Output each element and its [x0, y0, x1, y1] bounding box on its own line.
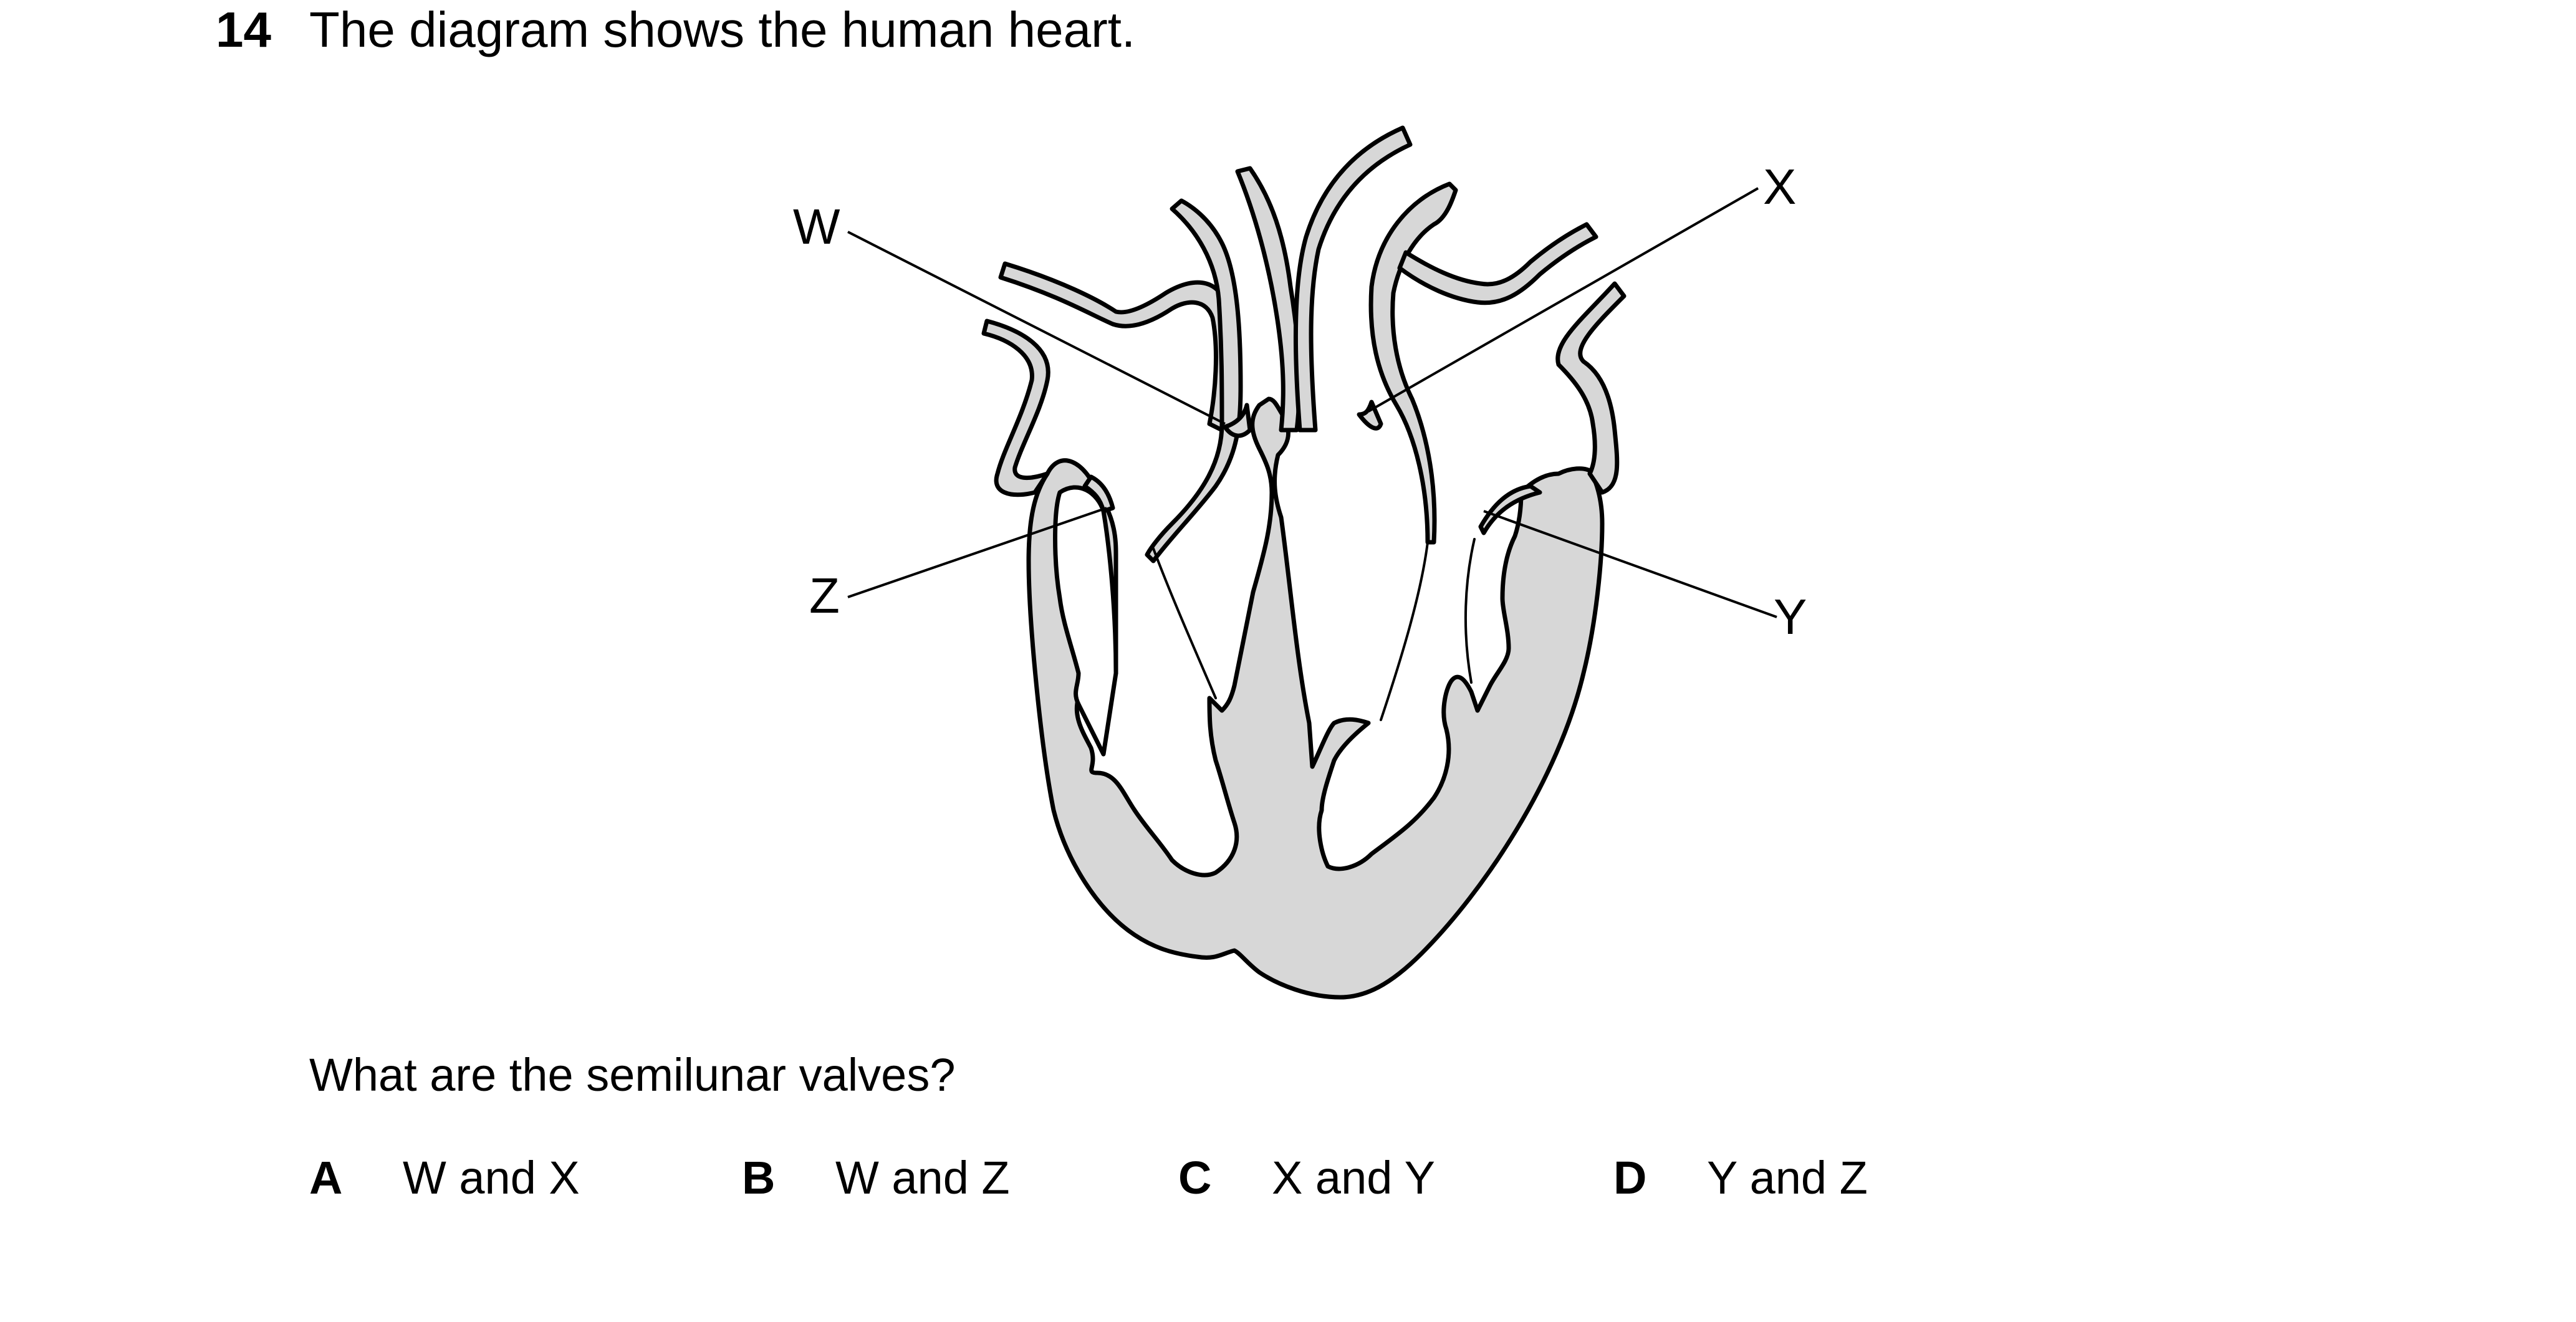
pulmonary-vein-right: [1397, 222, 1598, 305]
option-text: W and Z: [835, 1152, 1010, 1204]
leader-line-z: [847, 507, 1107, 598]
option-letter: C: [1178, 1152, 1212, 1204]
heart-diagram: W X Y Z: [793, 125, 1807, 1000]
leader-line-w: [847, 231, 1226, 425]
label-y: Y: [1774, 589, 1807, 644]
question-prompt: What are the semilunar valves?: [309, 1049, 956, 1101]
mitral-chordae: [1380, 541, 1429, 721]
atrioventricular-cusp-right: [1478, 484, 1542, 535]
question-text: The diagram shows the human heart.: [309, 2, 1136, 57]
option-text: Y and Z: [1707, 1152, 1868, 1204]
heart-wall: [1026, 396, 1605, 1000]
option-letter: A: [309, 1152, 343, 1204]
leader-line-y: [1483, 510, 1777, 618]
aorta-arch: [1293, 125, 1413, 433]
label-x: X: [1763, 159, 1796, 214]
atrioventricular-cusp-left: [1082, 474, 1115, 514]
label-w: W: [793, 199, 840, 254]
aortic-valve-cusp: [1357, 400, 1383, 431]
right-wall-chordae: [1464, 538, 1476, 684]
question-header: 14 The diagram shows the human heart.: [216, 5, 1135, 55]
option-text: W and X: [403, 1152, 580, 1204]
pulmonary-artery: [1368, 181, 1458, 545]
leader-lines: [847, 187, 1777, 618]
vena-cava-top: [998, 261, 1234, 433]
vena-cava-lower: [981, 319, 1050, 497]
option-a[interactable]: A W and X: [309, 1155, 580, 1201]
option-c[interactable]: C X and Y: [1178, 1155, 1435, 1201]
aorta-left: [1145, 198, 1243, 563]
heart-illustration: [981, 125, 1627, 1000]
question-number: 14: [216, 2, 271, 57]
option-text: X and Y: [1272, 1152, 1435, 1204]
pulmonary-vein-lower: [1555, 281, 1627, 495]
option-b[interactable]: B W and Z: [742, 1155, 1010, 1201]
tricuspid-chordae: [1102, 510, 1117, 674]
label-z: Z: [809, 568, 840, 623]
option-letter: D: [1613, 1152, 1647, 1204]
left-ventricle-chordae: [1152, 547, 1217, 699]
pulmonary-valve-cusp: [1223, 403, 1252, 438]
option-d[interactable]: D Y and Z: [1613, 1155, 1868, 1201]
aorta-centre: [1235, 166, 1302, 433]
option-letter: B: [742, 1152, 776, 1204]
leader-line-x: [1368, 187, 1759, 413]
